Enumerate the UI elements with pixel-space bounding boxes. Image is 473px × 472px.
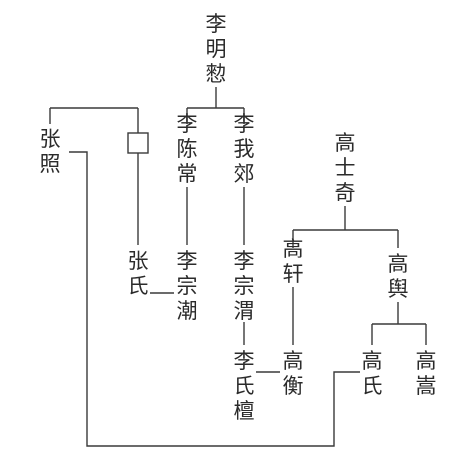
name-char: 高 bbox=[335, 131, 356, 155]
person-gao-shiqi: 高 士 奇 bbox=[335, 131, 356, 205]
name-char: 张 bbox=[40, 127, 61, 151]
person-li-mingao: 李 明 愸 bbox=[206, 12, 227, 86]
name-char: 氏 bbox=[362, 374, 383, 398]
person-zhang-shi: 张 氏 bbox=[128, 249, 149, 298]
name-char: 郊 bbox=[234, 162, 255, 186]
name-char: 士 bbox=[335, 156, 356, 180]
unknown-person-box bbox=[127, 132, 149, 154]
name-char: 李 bbox=[177, 112, 198, 136]
name-char: 宗 bbox=[234, 274, 255, 298]
name-char: 李 bbox=[206, 12, 227, 36]
name-char: 高 bbox=[416, 349, 437, 373]
name-char: 舆 bbox=[388, 277, 409, 301]
name-char: 张 bbox=[128, 249, 149, 273]
line-marriage-zhang-zhao-gao-shi bbox=[69, 151, 360, 447]
family-tree-lines bbox=[49, 87, 427, 447]
name-char: 潮 bbox=[177, 299, 198, 323]
person-gao-heng: 高 衡 bbox=[283, 349, 304, 398]
name-char: 明 bbox=[206, 37, 227, 61]
name-char: 高 bbox=[362, 349, 383, 373]
name-char: 高 bbox=[388, 252, 409, 276]
name-char: 常 bbox=[177, 162, 198, 186]
name-char: 嵩 bbox=[416, 374, 437, 398]
name-char: 渭 bbox=[234, 299, 255, 323]
person-gao-shi: 高 氏 bbox=[362, 349, 383, 398]
name-char: 李 bbox=[177, 249, 198, 273]
name-char: 氏 bbox=[234, 374, 255, 398]
name-char: 我 bbox=[234, 137, 255, 161]
name-char: 高 bbox=[283, 349, 304, 373]
name-char: 李 bbox=[234, 112, 255, 136]
person-li-chenchang: 李 陈 常 bbox=[177, 112, 198, 186]
name-char: 檀 bbox=[234, 399, 255, 423]
person-li-zongwei: 李 宗 渭 bbox=[234, 249, 255, 323]
name-char: 高 bbox=[283, 237, 304, 261]
person-gao-yu: 高 舆 bbox=[388, 252, 409, 301]
person-zhang-zhao: 张 照 bbox=[40, 127, 61, 176]
name-char: 照 bbox=[40, 152, 61, 176]
name-char: 氏 bbox=[128, 274, 149, 298]
person-li-wojiao: 李 我 郊 bbox=[234, 112, 255, 186]
name-char: 李 bbox=[234, 249, 255, 273]
name-char: 李 bbox=[234, 349, 255, 373]
person-li-zongchao: 李 宗 潮 bbox=[177, 249, 198, 323]
name-char: 衡 bbox=[283, 374, 304, 398]
name-char: 陈 bbox=[177, 137, 198, 161]
name-char: 宗 bbox=[177, 274, 198, 298]
person-gao-xuan: 高 轩 bbox=[283, 237, 304, 286]
person-gao-song: 高 嵩 bbox=[416, 349, 437, 398]
name-char: 奇 bbox=[335, 181, 356, 205]
person-li-shitan: 李 氏 檀 bbox=[234, 349, 255, 423]
name-char: 轩 bbox=[283, 262, 304, 286]
name-char: 愸 bbox=[206, 62, 227, 86]
